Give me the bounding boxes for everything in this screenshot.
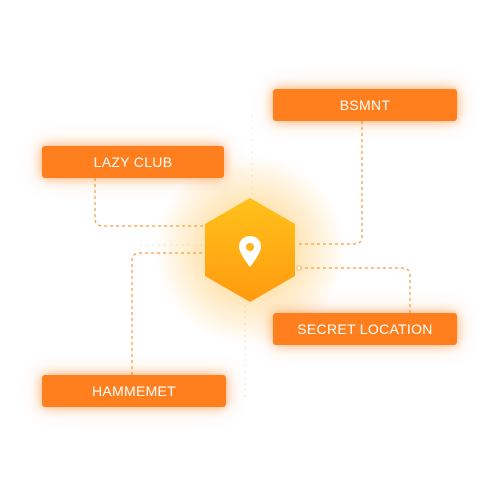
location-label-text: SECRET LOCATION	[297, 321, 433, 337]
location-hub	[155, 155, 345, 345]
map-pin-icon	[239, 236, 261, 267]
location-label-lazy-club[interactable]: LAZY CLUB	[42, 146, 224, 178]
location-label-bsmnt[interactable]: BSMNT	[273, 89, 457, 121]
location-label-text: HAMMEMET	[91, 383, 177, 399]
location-label-text: LAZY CLUB	[93, 154, 173, 170]
connectors	[94, 121, 411, 375]
connector-secret-location	[298, 267, 411, 313]
connector-node	[296, 265, 302, 271]
connector-bsmnt	[296, 121, 363, 245]
connector-hammemet	[131, 252, 205, 375]
location-label-text: BSMNT	[339, 97, 391, 113]
location-label-hammemet[interactable]: HAMMEMET	[42, 375, 226, 407]
location-label-secret-location[interactable]: SECRET LOCATION	[273, 313, 457, 345]
